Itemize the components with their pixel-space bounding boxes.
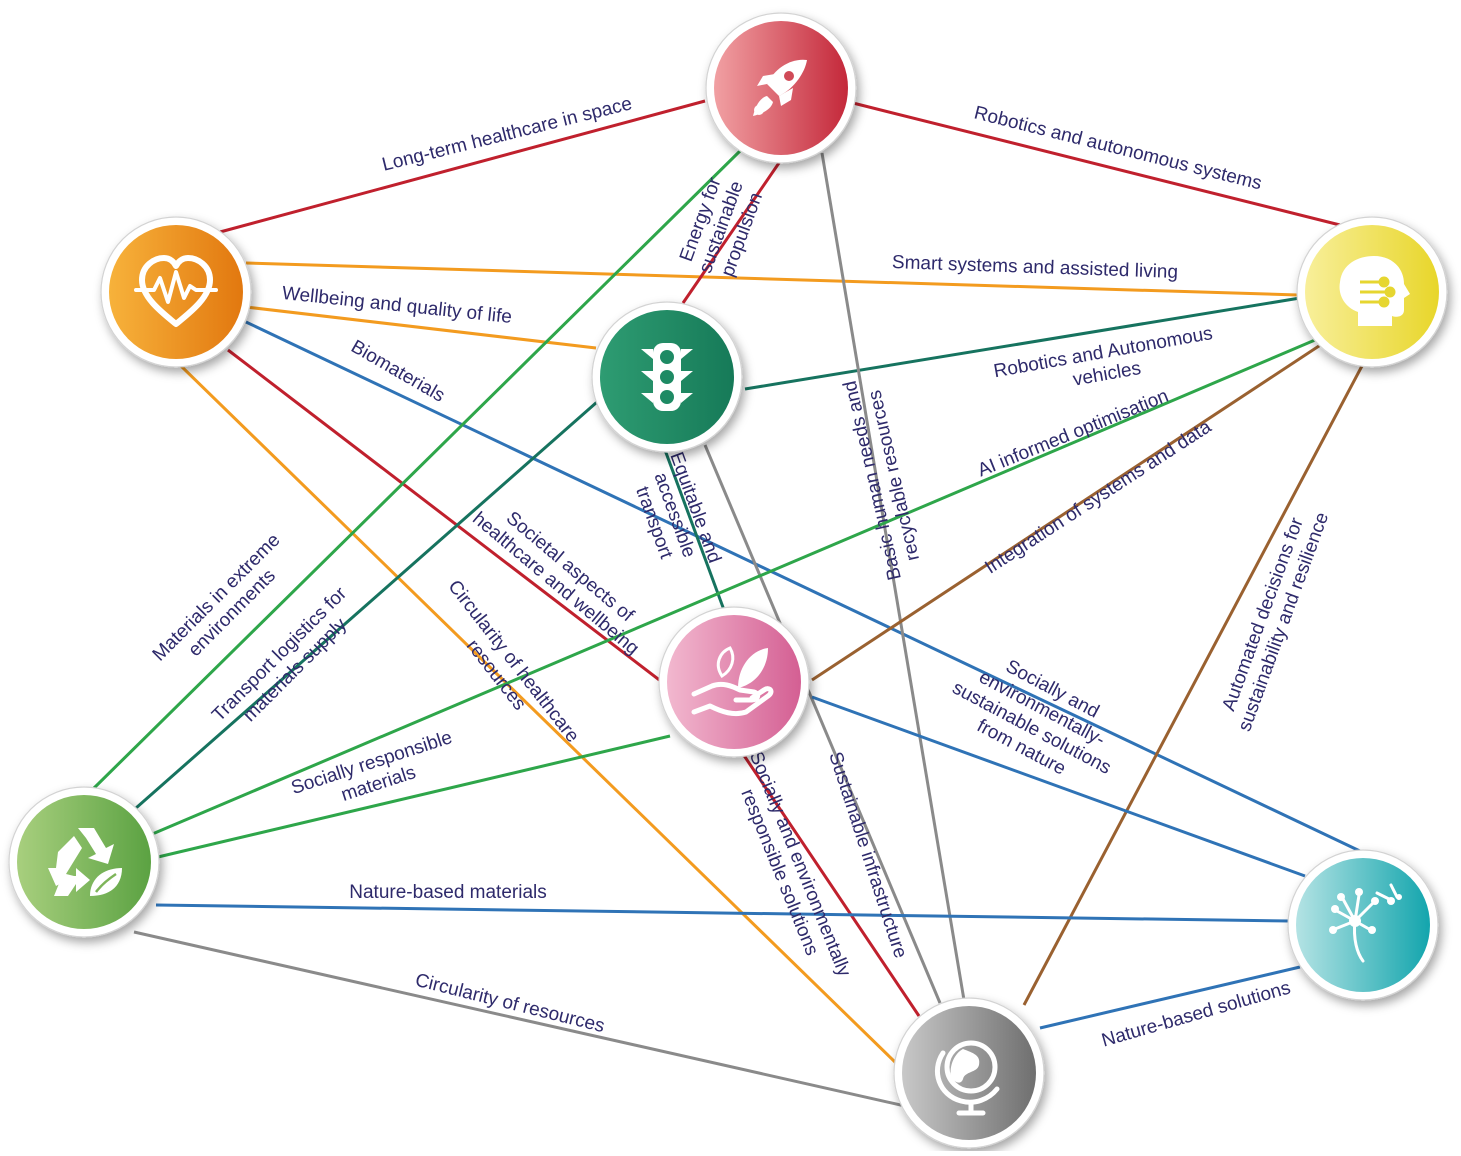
traffic-light-icon xyxy=(641,343,693,411)
node-disc xyxy=(17,795,151,929)
edge-transport-ai xyxy=(744,296,1301,391)
edge-label-health-transport: Wellbeing and quality of life xyxy=(281,283,513,328)
node-disc xyxy=(667,615,801,749)
node-health xyxy=(100,216,252,368)
edge-social-infrastructure xyxy=(741,753,921,1017)
edge-label-social-ai: Integration of systems and data xyxy=(981,416,1215,578)
dandelion-icon xyxy=(1329,883,1402,963)
node-nature xyxy=(1287,849,1439,1001)
edge-label-health-nature: Biomaterials xyxy=(347,336,448,406)
node-social xyxy=(658,606,810,758)
edge-infrastructure-ai xyxy=(1022,363,1365,1006)
edge-transport-space xyxy=(681,159,783,304)
edge-label-transport-space: Energy forsustainablepropulsion xyxy=(674,171,768,284)
edge-materials-space xyxy=(90,148,743,792)
node-infrastructure xyxy=(893,997,1045,1149)
edge-social-ai xyxy=(811,340,1326,682)
edge-infrastructure-nature xyxy=(1039,965,1301,1030)
edge-health-infrastructure xyxy=(178,363,898,1065)
edge-health-transport xyxy=(245,305,597,350)
node-materials xyxy=(8,786,160,938)
edge-label-transport-ai: Robotics and Autonomousvehicles xyxy=(992,323,1218,404)
edge-label-infrastructure-ai: Automated decisions forsustainability an… xyxy=(1214,502,1334,734)
node-disc xyxy=(109,225,243,359)
rocket-icon xyxy=(753,59,807,116)
recycle-icon xyxy=(48,828,122,896)
node-transport xyxy=(591,301,743,453)
edge-materials-infrastructure xyxy=(133,930,906,1108)
theme-nodes xyxy=(8,12,1448,1149)
edge-transport-infrastructure xyxy=(703,444,942,1004)
edge-materials-nature xyxy=(155,903,1291,923)
edge-label-health-space: Long-term healthcare in space xyxy=(380,93,634,175)
ai-head-icon xyxy=(1339,256,1410,326)
heart-pulse-icon xyxy=(134,255,218,327)
globe-icon xyxy=(934,1040,1000,1116)
edge-health-ai xyxy=(245,261,1299,297)
edge-materials-transport xyxy=(135,400,598,810)
edge-label-space-infrastructure: Basic human needs andrecyclable resource… xyxy=(840,374,928,582)
edge-label-space-ai: Robotics and autonomous systems xyxy=(972,103,1264,195)
edge-label-health-ai: Smart systems and assisted living xyxy=(892,252,1179,283)
edge-materials-ai xyxy=(149,338,1316,837)
edge-label-materials-nature: Nature-based materials xyxy=(349,882,546,903)
edge-transport-social xyxy=(663,449,726,611)
node-space xyxy=(705,12,857,164)
edge-health-social xyxy=(227,348,663,684)
edge-space-ai xyxy=(852,101,1341,227)
edge-label-transport-social: Equitable andaccessibletransport xyxy=(624,449,725,580)
edge-label-infrastructure-nature: Nature-based solutions xyxy=(1099,977,1293,1051)
edge-label-materials-infrastructure: Circularity of resources xyxy=(413,970,607,1037)
node-disc xyxy=(902,1006,1036,1140)
edge-social-nature xyxy=(811,695,1306,878)
edge-health-nature xyxy=(245,320,1363,854)
hand-leaf-icon xyxy=(691,646,774,717)
node-ai xyxy=(1296,216,1448,368)
edge-materials-social xyxy=(157,734,671,859)
edge-label-social-nature: Socially andenvironmentally-sustainable … xyxy=(938,639,1135,799)
edge-space-infrastructure xyxy=(820,152,966,1001)
connections xyxy=(90,99,1365,1108)
edge-health-space xyxy=(219,99,706,234)
